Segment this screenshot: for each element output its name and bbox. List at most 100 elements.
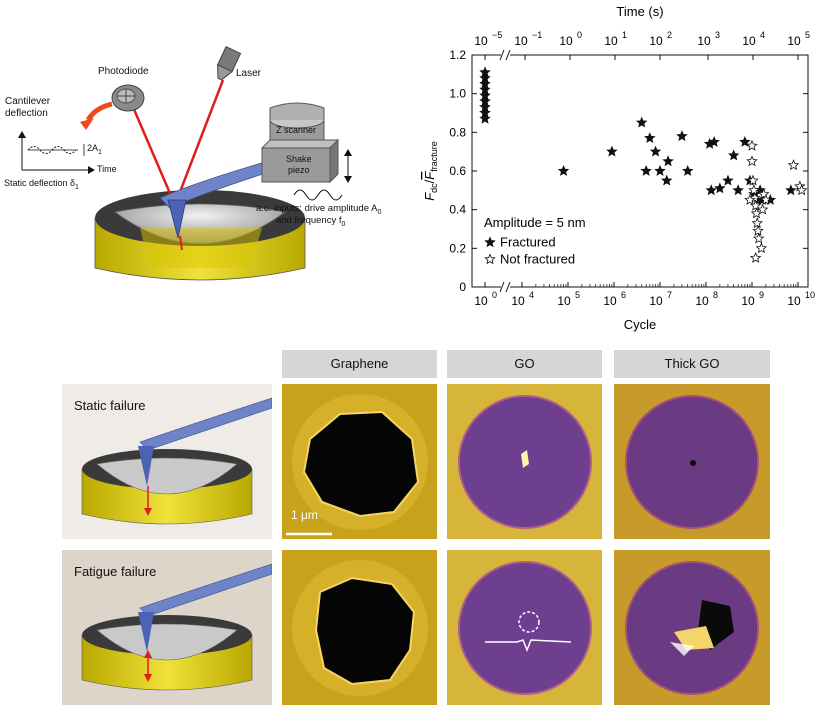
x2-tick-exponent: 5 — [805, 30, 810, 40]
y-label-dc: dc — [429, 183, 439, 193]
not-fractured-point — [749, 251, 762, 263]
not-fractured-point — [752, 224, 764, 236]
y-label-fbar: F — [422, 171, 437, 180]
amplitude-label: 2A1 — [87, 143, 102, 156]
x2-axis-label: Time (s) — [616, 4, 663, 19]
fractured-point — [635, 116, 648, 128]
axis-break-mark — [505, 49, 511, 61]
laser-head — [216, 46, 242, 81]
cantilever-tip — [167, 199, 187, 239]
x-tick-exponent: 5 — [575, 290, 580, 300]
not-fractured-point — [748, 184, 760, 196]
fractured-point — [479, 106, 491, 118]
static-row-label-panel: Static failure — [62, 384, 272, 539]
x-tick-label: 10 — [603, 294, 617, 308]
fractured-point — [649, 145, 662, 157]
x2-tick-label: 10 — [742, 34, 756, 48]
x-tick-exponent: 10 — [805, 290, 815, 300]
fatigue-failure-schematic — [81, 563, 272, 691]
x2-tick-exponent: 3 — [715, 30, 720, 40]
axis-break-mark — [499, 281, 505, 293]
afm-thickgo-static — [614, 384, 770, 539]
header-graphene: Graphene — [282, 350, 437, 378]
not-fractured-point — [751, 217, 763, 229]
afm-graphene-static — [282, 384, 437, 539]
x2-tick-exponent: −5 — [492, 30, 502, 40]
fractured-point — [785, 184, 797, 196]
y-axis-label: Fdc/Ffracture — [422, 141, 439, 201]
fractured-point — [479, 72, 491, 84]
fractured-point — [654, 164, 666, 176]
deflection-arrow — [85, 101, 113, 122]
x-axis-label: Cycle — [624, 317, 657, 332]
fractured-point — [727, 149, 740, 161]
cantilever-deflection-label-1: Cantilever — [5, 96, 51, 107]
fractured-point — [722, 174, 734, 186]
x-tick-label: 10 — [695, 294, 709, 308]
x-tick-exponent: 9 — [759, 290, 764, 300]
setup-schematic — [18, 46, 352, 281]
fractured-point — [479, 66, 491, 78]
x2-tick-label: 10 — [514, 34, 528, 48]
fractured-point — [479, 112, 491, 124]
static-failure-label: Static failure — [74, 398, 146, 413]
shake-label-2: piezo — [288, 165, 310, 175]
amplitude-annotation: Amplitude = 5 nm — [484, 215, 586, 230]
x-tick-label: 10 — [557, 294, 571, 308]
static-failure-schematic — [81, 397, 272, 525]
x2-tick-exponent: −1 — [532, 30, 542, 40]
not-fractured-point — [746, 139, 758, 151]
fractured-point — [739, 135, 751, 147]
not-fractured-point — [756, 203, 769, 215]
ac-inputs-line-2: and frequency f0 — [276, 215, 346, 228]
legend-label: Fractured — [500, 234, 556, 249]
x-tick-exponent: 4 — [529, 290, 534, 300]
axis-break-mark — [505, 281, 511, 293]
legend-marker — [484, 236, 496, 248]
afm-go-fatigue — [447, 550, 602, 705]
photodiode-label: Photodiode — [98, 66, 149, 77]
legend-marker — [484, 253, 496, 265]
y-label-slash: / — [422, 179, 437, 183]
shake-piezo — [260, 138, 340, 184]
laser-label: Laser — [236, 68, 262, 79]
x2-tick-exponent: 2 — [667, 30, 672, 40]
x2-tick-label: 10 — [649, 34, 663, 48]
y-tick-label: 0.8 — [449, 125, 466, 139]
header-thick-go: Thick GO — [614, 350, 770, 378]
fatigue-failure-label: Fatigue failure — [74, 564, 157, 579]
fractured-point — [640, 164, 652, 176]
fractured-point — [662, 155, 674, 167]
fatigue-row-label-panel: Fatigue failure — [62, 550, 272, 705]
ac-wave — [293, 189, 343, 201]
x2-tick-label: 10 — [559, 34, 573, 48]
not-fractured-point — [787, 159, 800, 171]
fractured-point — [708, 135, 720, 147]
not-fractured-point — [795, 184, 808, 196]
deflection-plot — [18, 131, 95, 174]
y-tick-label: 0.6 — [449, 164, 466, 178]
y-tick-label: 1.0 — [449, 87, 466, 101]
x2-tick-exponent: 4 — [760, 30, 765, 40]
fractured-point — [479, 101, 491, 113]
fractured-point — [660, 174, 673, 186]
not-fractured-point — [752, 232, 765, 244]
time-label: Time — [97, 164, 117, 174]
fractured-point — [479, 83, 491, 95]
y-axis-text: Fdc/Ffracture — [422, 141, 439, 201]
x-tick-exponent: 8 — [713, 290, 718, 300]
fractured-point — [606, 145, 618, 157]
photodiode — [111, 84, 145, 112]
y-label-fracture: fracture — [429, 141, 439, 172]
x-tick-exponent: 0 — [492, 290, 497, 300]
afm-graphene-fatigue — [282, 550, 437, 705]
fractured-point — [714, 182, 726, 194]
y-tick-label: 0 — [459, 280, 466, 294]
x-tick-label: 10 — [741, 294, 755, 308]
laser-beam-out — [128, 99, 177, 206]
fractured-point — [479, 95, 491, 107]
afm-thickgo-fatigue — [614, 550, 770, 705]
axis-break-gap — [501, 50, 510, 60]
static-deflection-label: Static deflection δ1 — [4, 178, 79, 191]
